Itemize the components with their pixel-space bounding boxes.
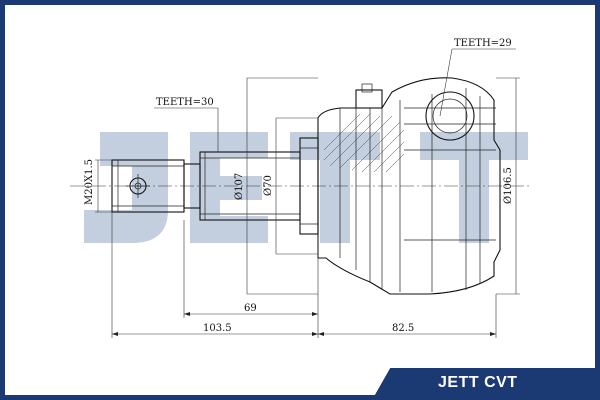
label-len-82: 82.5 bbox=[392, 323, 414, 334]
threaded-end bbox=[111, 159, 185, 213]
dim-thread: M20X1.5 bbox=[84, 159, 112, 213]
watermark bbox=[84, 132, 528, 243]
label-len-103: 103.5 bbox=[203, 323, 232, 334]
label-len-69: 69 bbox=[244, 303, 257, 314]
watermark-letter-t1 bbox=[290, 132, 380, 243]
watermark-letter-t2 bbox=[420, 132, 528, 243]
brand-logo-text: JETT CVT bbox=[438, 374, 518, 391]
outer-housing bbox=[317, 77, 501, 295]
brand-badge bbox=[372, 368, 600, 400]
label-dia-70: Ø70 bbox=[263, 175, 274, 196]
shaft-section bbox=[183, 137, 319, 235]
label-teeth-outer: TEETH=29 bbox=[454, 38, 512, 49]
label-thread: M20X1.5 bbox=[84, 159, 95, 205]
leader-teeth-outer: TEETH=29 bbox=[439, 38, 516, 117]
dim-diameters: Ø107 Ø70 bbox=[234, 77, 318, 295]
label-dia-106: Ø106.5 bbox=[503, 167, 514, 204]
dim-lengths: 69 103.5 82.5 bbox=[111, 212, 497, 338]
label-teeth-shaft: TEETH=30 bbox=[156, 97, 214, 108]
watermark-letter-j bbox=[84, 132, 168, 243]
label-dia-107: Ø107 bbox=[234, 173, 245, 200]
watermark-letter-e bbox=[190, 132, 268, 243]
dim-outer-diameter: Ø106.5 bbox=[496, 77, 520, 295]
leader-teeth-shaft: TEETH=30 bbox=[154, 97, 219, 152]
